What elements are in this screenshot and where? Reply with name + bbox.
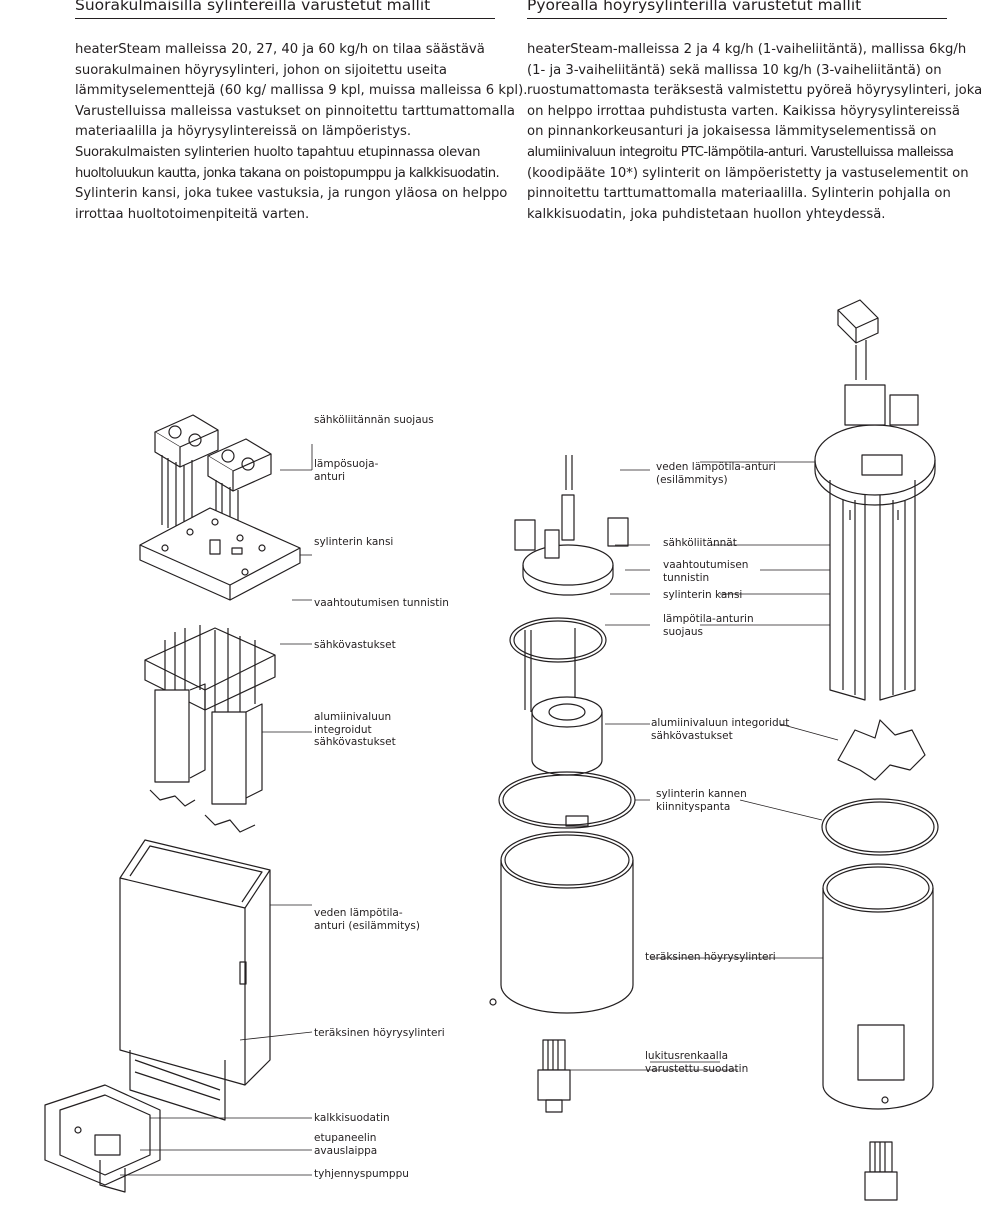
left-line: huoltoluukun kautta, jonka takana on poi… [75,165,500,181]
left-line: Suorakulmaisten sylinterien huolto tapah… [75,144,481,160]
left-line: irrottaa huoltotoimenpiteitä varten. [75,206,310,222]
label-water-temp-sensor: veden lämpötila-anturi (esilämmitys) [314,907,420,932]
aluminium-heater-casting [531,696,603,776]
heater-element-connector-covers [154,414,272,492]
right-line: ruostumattomasta teräksestä valmistettu … [527,83,982,99]
rectangular-cylinder-lid [139,507,301,601]
label-drain-pump: tyhjennyspumppu [314,1168,409,1180]
exploded-view-illustration [44,299,939,1201]
left-line: Varustelluissa malleissa vastukset on pi… [75,103,516,119]
label-heating-elements: sähkövastukset [314,639,396,651]
left-paragraph: heaterSteam malleissa 20, 27, 40 ja 60 k… [75,40,527,225]
heating-elements-assembly [144,625,276,833]
right-line: on pinnankorkeusanturi ja jokaisessa läm… [527,124,937,140]
label-steel-cylinder-round: teräksinen höyrysylinteri [645,951,776,963]
round-lid-sensors [561,455,629,547]
lid-clamp-ring [498,771,636,829]
right-line: (koodipääte 10*) sylinterit on lämpöeris… [527,165,969,181]
rectangular-frame [119,839,271,1121]
left-line: Sylinterin kansi, joka tukee vastuksia, … [75,186,508,202]
leader-lines [120,444,839,1176]
assembled-steel-cylinder [822,863,934,1110]
right-paragraph: heaterSteam-malleissa 2 ja 4 kg/h (1-vai… [527,40,982,225]
label-electrical-connection-cover: sähköliitännän suojaus [314,414,434,426]
left-line: lämmityselementtejä (60 kg/ mallissa 9 k… [75,83,528,99]
label-water-temp-sensor-round: veden lämpötila-anturi(esilämmitys) [656,461,776,486]
left-heading: Suorakulmaisilla sylintereillä varustetu… [75,0,495,19]
right-line: heaterSteam-malleissa 2 ja 4 kg/h (1-vai… [527,42,967,57]
assembled-heater-elements [829,480,916,701]
label-scale-filter: kalkkisuodatin [314,1112,390,1124]
round-cylinder-lid [514,519,614,596]
clamp-ring-assembled [821,719,939,856]
assembled-lid [814,384,936,506]
label-cylinder-lid-round: sylinterin kansi [663,589,743,601]
right-line: on helppo irrottaa puhdistusta varten. K… [527,103,960,119]
label-cylinder-lid: sylinterin kansi [314,536,394,548]
left-line: suorakulmainen höyrysylinteri, johon on … [75,62,447,78]
right-line: alumiinivaluun integroitu PTC-lämpötila-… [527,144,954,160]
round-steel-cylinder [489,831,634,1014]
label-foam-detector: vaahtoutumisen tunnistin [314,597,449,609]
assembled-filter [864,1141,898,1201]
left-line: heaterSteam malleissa 20, 27, 40 ja 60 k… [75,42,485,57]
round-heater-rods [509,617,607,712]
right-line: (1- ja 3-vaiheliitäntä) sekä mallissa 10… [527,62,942,78]
electrical-terminal-block [837,299,879,380]
label-thermal-protection-sensor: lämpösuoja-anturi [314,458,379,483]
label-electrical-connections: sähköliitännät [663,537,737,549]
right-line: pinnoitettu tarttumattomalla materiaalil… [527,186,951,202]
round-filter [537,1039,571,1113]
drain-pump [44,1084,161,1193]
label-steel-cylinder: teräksinen höyrysylinteri [314,1027,445,1039]
left-line: materiaalilla ja höyrysylintereissä on l… [75,124,412,140]
right-line: kalkkisuodatin, joka puhdistetaan huollo… [527,206,886,222]
right-heading: Pyöreällä höyrysylinterillä varustetut m… [527,0,947,19]
